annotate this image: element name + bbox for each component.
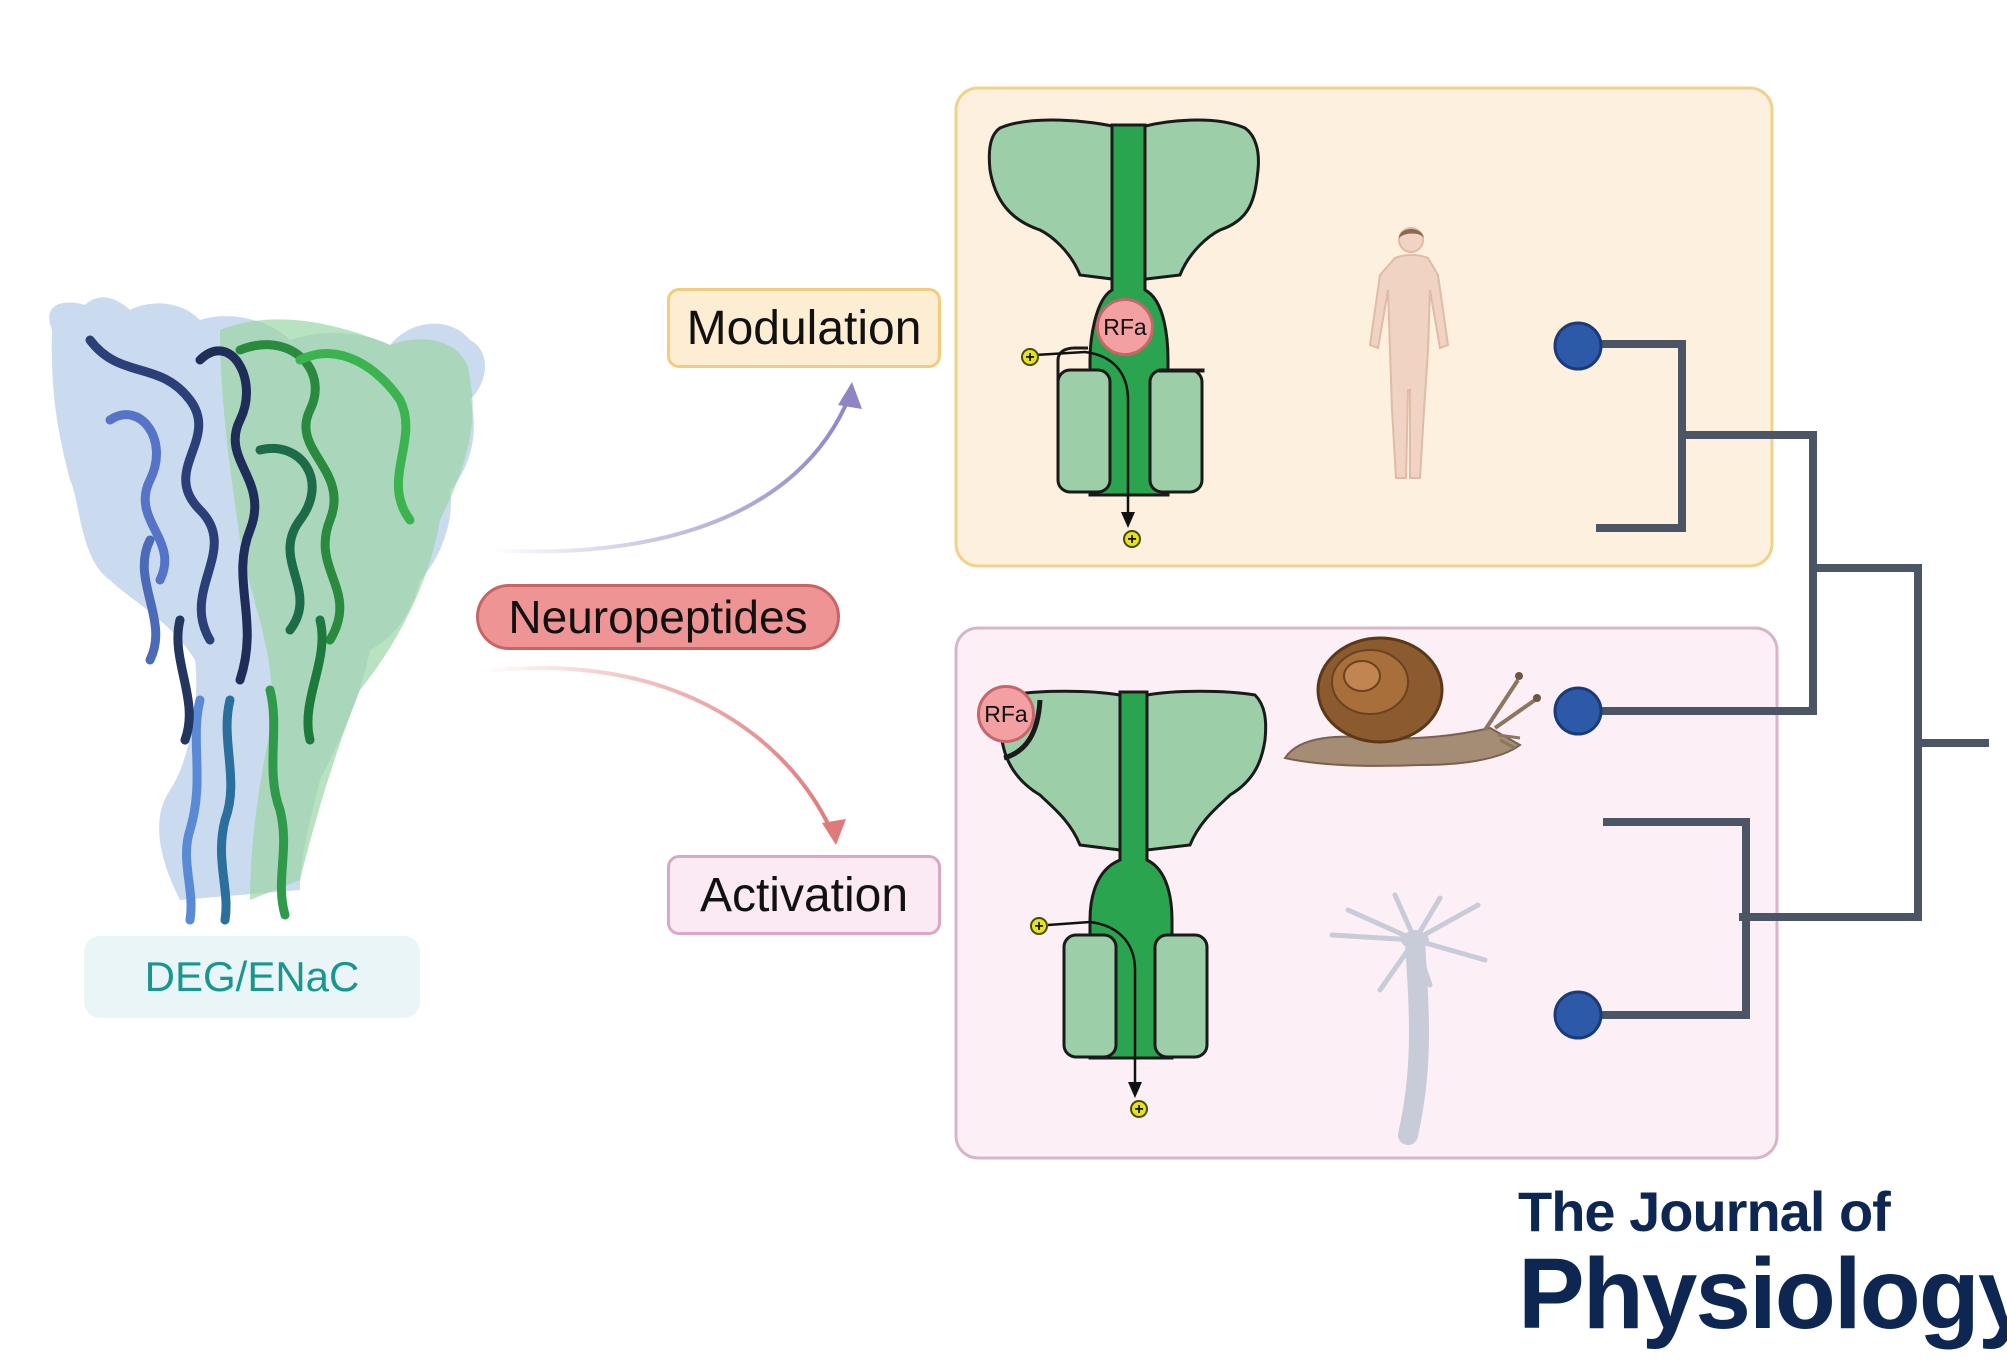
- arrowhead-activation: [822, 819, 846, 845]
- tree-node-snail: [1553, 686, 1603, 736]
- tree-node-human: [1553, 321, 1603, 371]
- rfa-ligand-bottom: RFa: [977, 685, 1035, 743]
- deg-enac-label: DEG/ENaC: [84, 936, 420, 1018]
- journal-logo: The Journal of Physiology: [1518, 1180, 2007, 1344]
- ion-path-bottom: [1047, 920, 1137, 1090]
- cation-icon: +: [1021, 348, 1039, 366]
- ion-path-top: [1034, 350, 1130, 520]
- ion-arrowhead-top: [1121, 512, 1135, 528]
- rfa-binding-arc: [1003, 699, 1043, 761]
- arrow-to-modulation: [489, 394, 852, 554]
- human-hair: [1399, 229, 1424, 238]
- neuropeptides-label: Neuropeptides: [476, 584, 840, 650]
- journal-title-line1: The Journal of: [1518, 1180, 1891, 1243]
- journal-title-line2: Physiology: [1518, 1238, 2007, 1350]
- modulation-label: Modulation: [667, 288, 941, 368]
- cation-icon: +: [1130, 1100, 1148, 1118]
- snail-icon: [1283, 636, 1541, 767]
- phylogenetic-tree: [1574, 340, 1989, 1019]
- channel-top: [987, 118, 1260, 497]
- rfa-ligand-top: RFa: [1096, 298, 1154, 356]
- ion-arrowhead-bottom: [1128, 1082, 1142, 1098]
- hydra-icon: [1329, 892, 1488, 1145]
- arrowhead-modulation: [838, 382, 862, 409]
- cation-icon: +: [1123, 530, 1141, 548]
- cation-icon: +: [1030, 917, 1048, 935]
- channel-bottom: [999, 689, 1268, 1060]
- activation-label: Activation: [667, 855, 941, 935]
- arrow-to-activation: [479, 666, 834, 833]
- protein-structure-icon: [49, 297, 486, 925]
- tree-node-hydra: [1553, 990, 1603, 1040]
